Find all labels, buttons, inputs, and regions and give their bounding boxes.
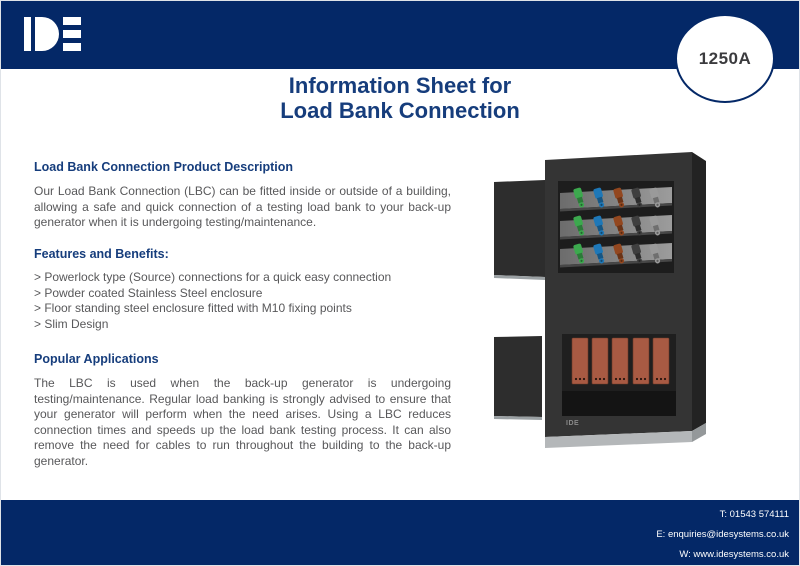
top-door-open bbox=[494, 180, 545, 280]
feature-item: > Slim Design bbox=[34, 316, 109, 331]
footer-email: E: enquiries@idesystems.co.uk bbox=[656, 529, 789, 540]
feature-item: > Powerlock type (Source) connections fo… bbox=[34, 270, 392, 284]
page-title-line2: Load Bank Connection bbox=[280, 98, 520, 123]
product-description-heading: Load Bank Connection Product Description bbox=[34, 160, 294, 174]
header-bar bbox=[1, 1, 799, 69]
amperage-badge-label: 1250A bbox=[698, 48, 752, 68]
busbar-links bbox=[571, 337, 670, 385]
bottom-door-open bbox=[494, 336, 542, 420]
feature-item: > Powder coated Stainless Steel enclosur… bbox=[34, 285, 263, 300]
page-title: Information Sheet for Load Bank Connecti… bbox=[1, 73, 799, 123]
features-benefits-heading: Features and Benefits: bbox=[34, 247, 169, 261]
ide-logo bbox=[24, 17, 81, 51]
bottom-compartment bbox=[562, 334, 676, 416]
logo-letter-i bbox=[24, 17, 31, 51]
popular-applications-paragraph: The LBC is used when the back-up generat… bbox=[34, 376, 451, 468]
top-compartment bbox=[558, 181, 674, 273]
popular-applications-heading: Popular Applications bbox=[34, 352, 159, 366]
logo-letter-d bbox=[35, 17, 59, 51]
logo-letter-e bbox=[63, 17, 81, 51]
footer-website: W: www.idesystems.co.uk bbox=[679, 549, 789, 560]
amperage-badge: 1250A bbox=[675, 14, 775, 103]
page-title-line1: Information Sheet for bbox=[288, 73, 512, 98]
cabinet-base bbox=[545, 431, 692, 448]
feature-item: > Floor standing steel enclosure fitted … bbox=[34, 301, 352, 316]
footer-bar: T: 01543 574111 E: enquiries@idesystems.… bbox=[1, 500, 799, 565]
product-image: IDE bbox=[494, 152, 706, 448]
features-benefits-list: > Powerlock type (Source) connections fo… bbox=[34, 270, 454, 332]
product-description-paragraph: Our Load Bank Connection (LBC) can be fi… bbox=[34, 184, 451, 230]
powerlock-connectors bbox=[573, 187, 661, 264]
footer-phone: T: 01543 574111 bbox=[719, 509, 789, 520]
cabinet-logo-text: IDE bbox=[566, 420, 579, 427]
